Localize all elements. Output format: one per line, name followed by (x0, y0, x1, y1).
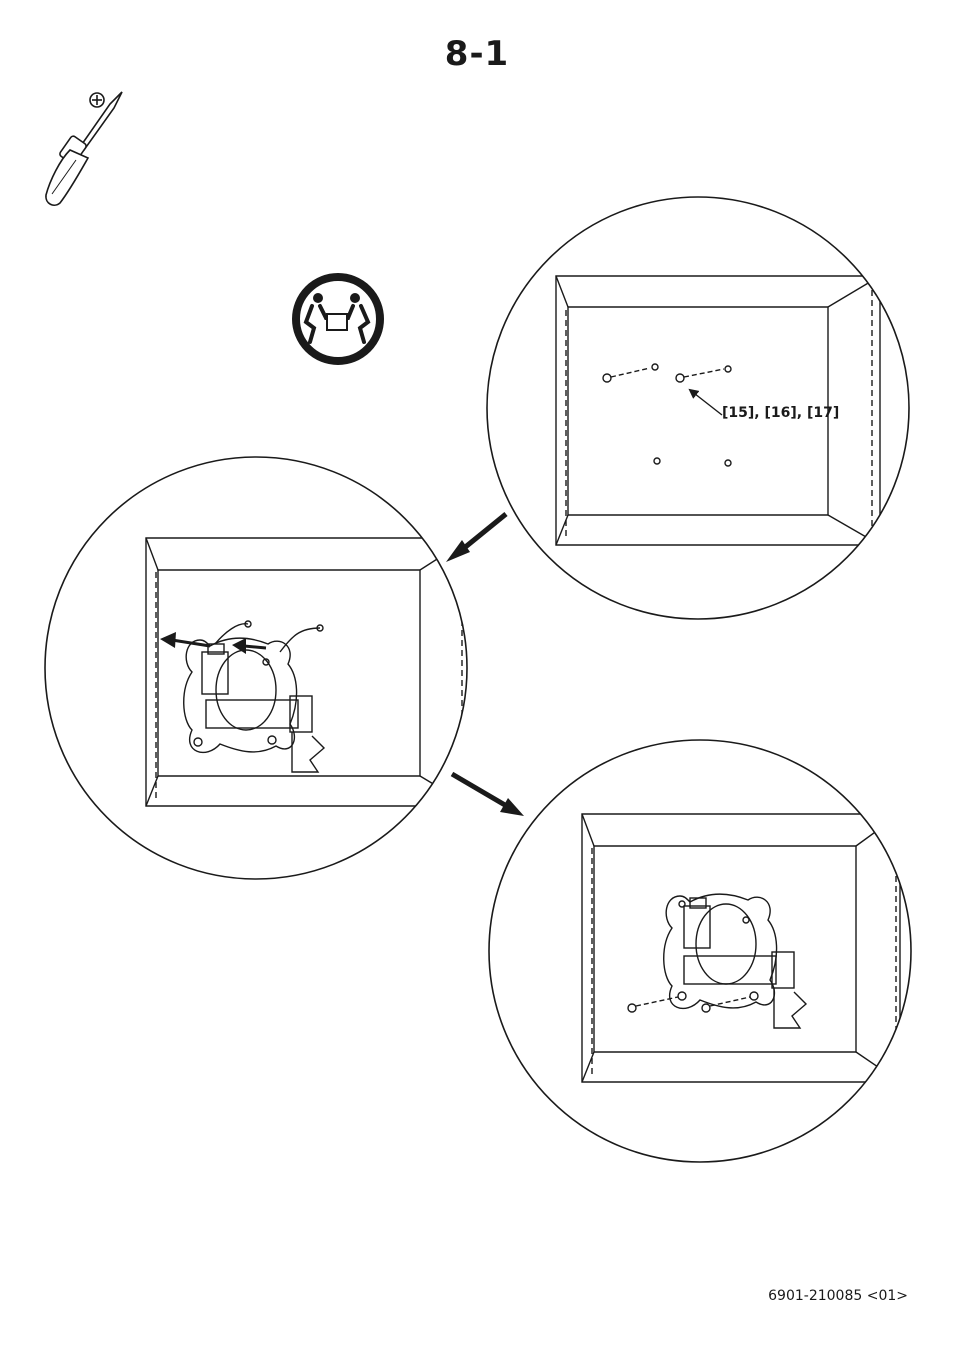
part-reference-label: [15], [16], [17] (722, 405, 839, 421)
document-code: 6901-210085 <01> (768, 1288, 908, 1304)
two-person-lift-icon (296, 277, 380, 361)
phillips-screwdriver-icon (46, 92, 122, 205)
arrow-left-to-bottom (452, 774, 524, 816)
detail-circle-top: [15], [16], [17] (487, 197, 909, 619)
detail-circle-left (45, 457, 470, 879)
detail-circle-bottom (489, 740, 911, 1162)
arrow-top-to-left (446, 514, 506, 562)
